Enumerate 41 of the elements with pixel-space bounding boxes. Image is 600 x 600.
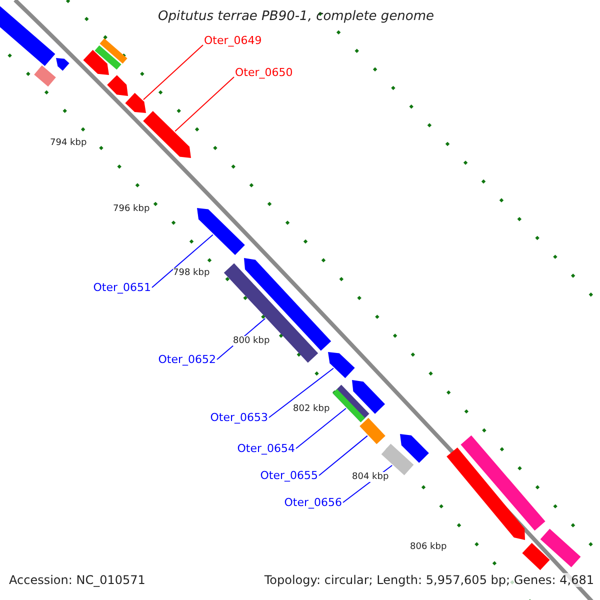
leader-line — [296, 408, 346, 449]
scale-label: 796 kbp — [113, 204, 150, 214]
gene-block — [460, 435, 546, 531]
leader-line — [318, 435, 368, 476]
scale-label: 804 kbp — [352, 472, 389, 482]
gene-label: Oter_0649 — [204, 34, 262, 47]
gene-label: Oter_0656 — [284, 496, 342, 509]
gene-block — [56, 58, 70, 71]
gene-block — [224, 263, 318, 363]
gene-block — [328, 352, 355, 378]
scale-label: 802 kbp — [293, 404, 330, 414]
gene-block — [522, 542, 550, 570]
leader-line — [268, 368, 334, 418]
gene-block — [83, 50, 109, 75]
scale-label: 794 kbp — [50, 138, 87, 148]
scale-label: 798 kbp — [173, 268, 210, 278]
scale-label: 806 kbp — [410, 542, 447, 552]
gene-block — [540, 528, 581, 568]
gene-block — [125, 92, 146, 113]
gene-label: Oter_0654 — [237, 442, 295, 455]
gene-block — [107, 75, 128, 96]
leader-line — [152, 234, 214, 288]
gene-block — [352, 380, 385, 414]
map-title: Opitutus terrae PB90-1, complete genome — [158, 9, 434, 24]
gene-block — [360, 418, 386, 444]
genome-summary-text: Topology: circular; Length: 5,957,605 bp; Genes: 4,681 — [264, 573, 594, 587]
gene-block — [143, 111, 191, 158]
gene-block — [94, 45, 122, 70]
leader-line — [142, 44, 204, 100]
gene-block — [400, 434, 429, 463]
gene-label: Oter_0651 — [93, 281, 151, 294]
gene-block — [446, 448, 525, 540]
gene-label: Oter_0650 — [235, 66, 293, 79]
gene-label: Oter_0653 — [210, 411, 268, 424]
gene-block — [197, 208, 245, 255]
leader-line — [174, 76, 234, 132]
accession-text: Accession: NC_010571 — [9, 573, 146, 587]
gene-label: Oter_0652 — [158, 353, 216, 366]
gene-label: Oter_0655 — [260, 469, 318, 482]
scale-label: 800 kbp — [233, 336, 270, 346]
gene-block — [100, 38, 128, 64]
